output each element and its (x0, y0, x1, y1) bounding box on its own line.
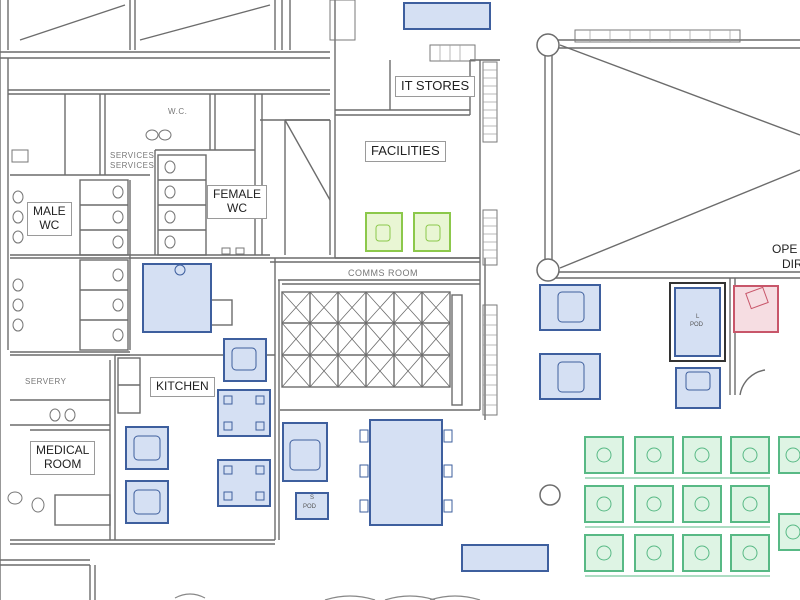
facilities-chairs (375, 224, 441, 242)
services-text-1: SERVICES (110, 151, 155, 160)
medical-room-label: MEDICAL ROOM (30, 441, 96, 475)
sanitary-fixtures (7, 129, 245, 513)
male-wc-label: MALE WC (27, 202, 72, 236)
structural-columns (536, 33, 561, 506)
hatch-lines (439, 30, 731, 406)
large-pod-label: POD (690, 322, 704, 328)
kitchen-text: KITCHEN (156, 379, 209, 393)
bottom-fixtures (174, 593, 481, 600)
blue-chairs (133, 264, 711, 515)
it-stores-text: IT STORES (401, 78, 470, 93)
wc-small-text: W.C. (168, 107, 188, 116)
services-text-2: SERVICES (110, 161, 155, 170)
small-pod-top: S (310, 495, 315, 501)
medical-line1: MEDICAL (36, 443, 90, 457)
female-wc-line1: FEMALE (213, 187, 262, 201)
open-area-text-1: OPE (772, 242, 798, 256)
female-wc-line2: WC (227, 200, 247, 215)
large-pod (669, 282, 726, 362)
facilities-label: FACILITIES (365, 141, 446, 162)
facilities-text: FACILITIES (371, 143, 440, 158)
comms-room-text: COMMS ROOM (348, 268, 418, 278)
medical-line2: ROOM (44, 456, 82, 471)
facilities-desks (365, 212, 451, 252)
open-area-text-2: DIR (782, 257, 800, 271)
small-pod-label: POD (303, 504, 317, 510)
male-wc-line2: WC (39, 217, 60, 232)
kitchen-label: KITCHEN (150, 377, 215, 397)
workstation-grid (584, 436, 800, 572)
female-wc-label: FEMALE WC (207, 185, 268, 219)
it-stores-label: IT STORES (395, 76, 476, 97)
workstation-chairs (585, 447, 800, 577)
red-desk (733, 285, 779, 333)
large-pod-top: L (696, 314, 700, 320)
male-wc-line1: MALE (33, 204, 66, 218)
servery-text: SERVERY (25, 377, 67, 386)
